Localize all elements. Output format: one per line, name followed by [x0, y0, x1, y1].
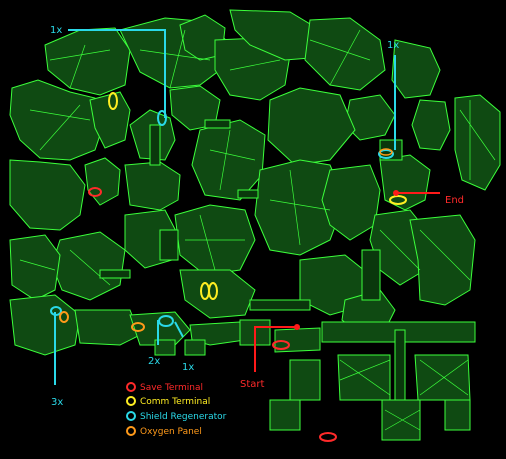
start-path — [254, 326, 297, 372]
shield-regenerator-marker[interactable] — [157, 110, 167, 126]
oxygen-panel-marker[interactable] — [59, 311, 69, 323]
save-terminal-legend-icon — [126, 382, 136, 392]
legend-label: Comm Terminal — [140, 397, 210, 407]
count-label-top-left: 1x — [50, 25, 62, 36]
legend-label: Shield Regenerator — [140, 412, 227, 422]
legend-item-oxygen-panel: Oxygen Panel — [126, 426, 202, 437]
oxygen-panel-legend-icon — [126, 426, 136, 436]
comm-terminal-legend-icon — [126, 396, 136, 406]
map-labels: 1x 1x 3x 2x 1x Start End — [50, 25, 464, 408]
save-terminal-marker[interactable] — [88, 187, 102, 197]
count-label-center-left: 2x — [148, 356, 160, 367]
map-markers — [50, 92, 407, 442]
legend-item-save-terminal: Save Terminal — [126, 382, 203, 393]
oxygen-panel-marker[interactable] — [131, 322, 145, 332]
shield-regenerator-legend-icon — [126, 411, 136, 421]
count-label-left: 3x — [51, 397, 63, 408]
oxygen-panel-marker[interactable] — [379, 148, 393, 156]
map-rooms — [9, 9, 501, 441]
count-label-center-right: 1x — [182, 362, 194, 373]
legend-label: Save Terminal — [140, 383, 203, 393]
count-label-top-right: 1x — [387, 40, 399, 51]
comm-terminal-marker[interactable] — [208, 282, 218, 300]
legend-label: Oxygen Panel — [140, 427, 202, 437]
comm-terminal-marker[interactable] — [108, 92, 118, 110]
shield-regenerator-marker[interactable] — [50, 306, 62, 316]
map-legend: Save Terminal Comm Terminal Shield Regen… — [126, 382, 227, 437]
comm-terminal-marker[interactable] — [389, 195, 407, 205]
map-corridors — [99, 119, 406, 401]
shield-regenerator-marker[interactable] — [158, 315, 174, 327]
shield-regenerator-marker[interactable] — [378, 149, 394, 159]
start-label: Start — [240, 379, 265, 390]
legend-item-comm-terminal: Comm Terminal — [126, 396, 210, 407]
end-label: End — [445, 195, 464, 206]
route-line-center-right — [174, 321, 184, 338]
start-dot — [294, 324, 300, 330]
legend-item-shield-regenerator: Shield Regenerator — [126, 411, 227, 422]
route-line-top-left — [68, 29, 166, 118]
save-terminal-marker[interactable] — [319, 432, 337, 442]
map-seams — [19, 29, 496, 431]
end-dot — [393, 190, 399, 196]
save-terminal-marker[interactable] — [272, 340, 290, 350]
route-lines — [54, 29, 440, 385]
